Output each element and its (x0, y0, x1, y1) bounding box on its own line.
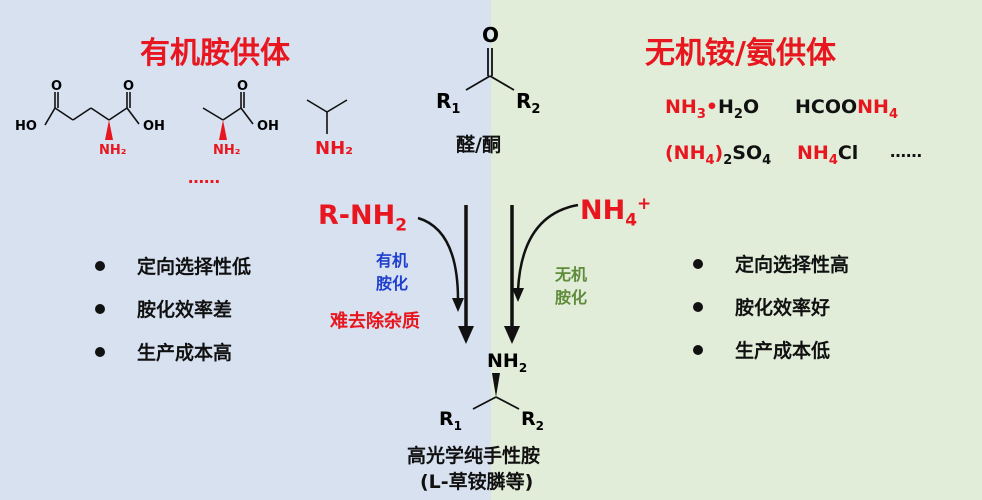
label-o: O (237, 79, 248, 94)
label-nh2: NH₂ (315, 138, 353, 159)
right-bullet-item: 胺化效率好 (693, 293, 830, 320)
isopropylamine-structure: NH₂ (306, 99, 353, 159)
left-ellipsis: …… (188, 168, 220, 187)
ketone-label: 醛/酮 (456, 134, 501, 156)
label-nh2: NH₂ (99, 143, 126, 158)
right-panel-background (491, 0, 982, 500)
chiral-amine-structure: NH2 R1 R2 (439, 350, 544, 433)
label-ho: HO (15, 119, 37, 134)
label-o: O (51, 79, 62, 94)
organic-route-label-line1: 有机 (376, 251, 409, 270)
ketone-r1: R1 (436, 89, 460, 117)
bullet-text: 定向选择性低 (137, 256, 252, 278)
right-bullet-item: 定向选择性高 (693, 250, 849, 277)
inorganic-route-label-line2: 胺化 (555, 288, 588, 307)
bullet-text: 生产成本低 (735, 340, 831, 362)
product-r1: R1 (439, 408, 462, 433)
ammonium-donor: NH4+ (580, 194, 652, 231)
formula-ammonium-sulfate: (NH4)2SO4 (665, 142, 772, 168)
formula-ammonia-water: NH3•H2O (665, 96, 760, 122)
inorganic-curve-arrow (516, 203, 579, 291)
alanine-structure: O OH NH₂ (202, 79, 279, 158)
right-panel-title: 无机铵/氨供体 (645, 36, 836, 71)
left-bullet-item: 定向选择性低 (95, 252, 251, 279)
glutamic-acid-structure: HO O O OH NH₂ (15, 79, 165, 158)
ketone-structure: O R1 R2 (436, 23, 540, 117)
product-example: (L-草铵膦等) (420, 471, 534, 493)
bullet-text: 胺化效率差 (137, 299, 233, 321)
left-panel-background (0, 0, 491, 500)
left-bullet-item: 胺化效率差 (95, 295, 232, 322)
product-label: 高光学纯手性胺 (407, 445, 541, 467)
left-bullet-item: 生产成本高 (95, 338, 232, 365)
organic-curve-arrow (417, 216, 460, 301)
product-r2: R2 (521, 408, 544, 433)
arrowhead (504, 326, 520, 344)
label-oh: OH (257, 119, 279, 134)
product-nh2: NH2 (487, 350, 527, 375)
impurity-note: 难去除杂质 (330, 311, 420, 332)
bullet-dot (693, 301, 703, 312)
formula-ammonium-formate: HCOONH4 (795, 96, 899, 122)
label-oh: OH (143, 119, 165, 134)
organic-route-label-line2: 胺化 (376, 274, 409, 293)
bullet-dot (95, 260, 105, 271)
label-nh2: NH₂ (213, 143, 240, 158)
bullet-text: 生产成本高 (137, 342, 233, 364)
bullet-dot (693, 258, 703, 269)
label-o: O (123, 79, 134, 94)
bullet-text: 定向选择性高 (735, 254, 850, 276)
left-panel-title: 有机胺供体 (140, 36, 290, 71)
formula-ammonium-chloride: NH4Cl (797, 142, 859, 168)
bullet-dot (95, 303, 105, 314)
arrowhead (512, 288, 524, 302)
ketone-oxygen: O (482, 23, 499, 47)
bullet-dot (693, 344, 703, 355)
ketone-r2: R2 (516, 89, 540, 117)
arrowhead (458, 326, 474, 344)
bullet-dot (95, 346, 105, 357)
arrowhead (452, 298, 464, 312)
right-bullet-item: 生产成本低 (693, 336, 830, 363)
bullet-text: 胺化效率好 (735, 297, 831, 319)
right-ellipsis: …… (890, 142, 922, 161)
organic-amine-donor: R-NH2 (318, 200, 408, 236)
inorganic-route-label-line1: 无机 (555, 265, 588, 284)
